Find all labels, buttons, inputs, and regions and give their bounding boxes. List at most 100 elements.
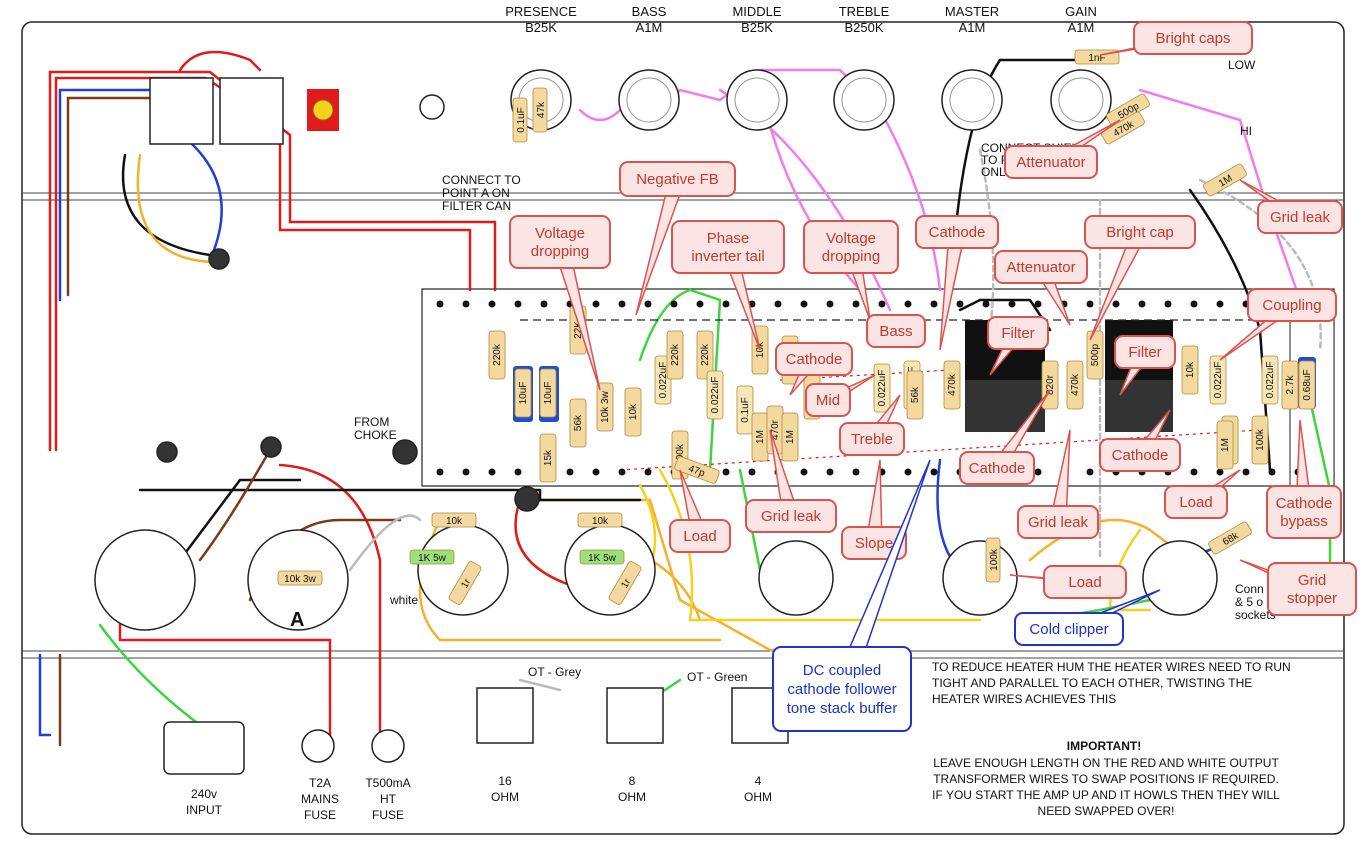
component-label: 0.1uF <box>516 107 527 133</box>
board-component: 220k <box>666 330 684 380</box>
chassis-component: 47k <box>532 87 548 133</box>
board-component: 0.022uF <box>1209 355 1227 405</box>
component-label: 56k <box>910 386 921 403</box>
callout-label: Grid leak <box>761 508 822 525</box>
callout: Bright cap <box>1084 215 1196 341</box>
callout-label: Cathode <box>786 351 843 368</box>
chassis-component: 1r <box>608 561 642 605</box>
pot-value: B250K <box>844 20 883 35</box>
callout-label: Filter <box>1001 325 1034 342</box>
callout-label: Cathode <box>1112 447 1169 464</box>
component-label: 0.022uF <box>1213 362 1224 399</box>
component-label: 100k <box>675 443 686 466</box>
callout: Grid leak <box>1239 179 1343 234</box>
component-label: 10uF <box>518 382 529 405</box>
turret-posts <box>436 300 1302 476</box>
pot-value: A1M <box>636 20 663 35</box>
note-white: white <box>389 593 418 607</box>
component-label: 0.022uF <box>1265 362 1276 399</box>
callout: Coupling <box>1219 288 1337 361</box>
component-label: 500p <box>1090 343 1101 366</box>
note-important-title: IMPORTANT! <box>1067 739 1141 753</box>
callout-label: Grid leak <box>1270 209 1331 226</box>
component-label: 1K 5w <box>588 553 617 564</box>
callout: Bass <box>866 314 926 348</box>
callout: Load <box>1009 565 1127 599</box>
component-label: 1M <box>785 430 796 444</box>
callout: Negative FB <box>619 161 736 316</box>
callout-label: Coupling <box>1262 297 1321 314</box>
callout-blue-label: Cold clipper <box>1029 621 1108 638</box>
callout: Treble <box>839 394 905 456</box>
pot-value: B25K <box>525 20 557 35</box>
callout: Cathode <box>1099 409 1181 472</box>
callout: Grid leak <box>745 429 837 533</box>
callout-label: Load <box>1179 494 1212 511</box>
board-component: 10k <box>624 387 642 437</box>
chassis-component: 1M <box>1203 163 1247 197</box>
callout-label: Slope <box>855 535 893 552</box>
board-component: 56k <box>569 398 587 448</box>
board-component: 2.7k <box>1281 360 1299 410</box>
note-point-a: A <box>290 609 304 631</box>
component-label: 1nF <box>1088 53 1105 64</box>
callout: Cathode <box>775 342 853 396</box>
power-switches <box>149 77 284 145</box>
board-component: 15k <box>539 433 557 483</box>
component-label: 10k 3w <box>284 574 316 585</box>
chassis-component: 1r <box>448 561 482 605</box>
chassis-component: 1K 5w <box>579 549 625 565</box>
note-heater: TO REDUCE HEATER HUM THE HEATER WIRES NE… <box>932 660 1291 706</box>
component-label: 2.7k <box>1285 375 1296 395</box>
board-component: 10uF <box>539 368 557 418</box>
pot-value: B25K <box>741 20 773 35</box>
component-label: 220k <box>492 343 503 366</box>
component-label: 820r <box>1045 374 1056 395</box>
board-component: 10k 3w <box>596 382 614 432</box>
component-label: 0.022uF <box>710 377 721 414</box>
component-label: 220k <box>670 343 681 366</box>
callout: Cathode <box>959 389 1051 485</box>
chassis-component: 100k <box>985 537 1001 583</box>
note-ot-green: OT - Green <box>687 670 747 684</box>
callout-label: Bright cap <box>1106 224 1174 241</box>
component-label: 10k <box>628 403 639 420</box>
callout: Load <box>669 469 731 553</box>
callout-label: Cathode <box>929 224 986 241</box>
board-component: 220k <box>488 330 506 380</box>
component-label: 47k <box>536 101 547 118</box>
note-important: LEAVE ENOUGH LENGTH ON THE RED AND WHITE… <box>932 756 1280 818</box>
component-label: 100k <box>1255 428 1266 451</box>
board-component: 0.022uF <box>873 363 891 413</box>
tube-sockets <box>94 94 1218 631</box>
component-label: 0.1uF <box>740 397 751 423</box>
callout-label: Negative FB <box>636 171 719 188</box>
component-label: 22K <box>573 321 584 339</box>
component-label: 0.68uF <box>1302 369 1313 400</box>
component-label: 10uF <box>543 382 554 405</box>
callout-label: Bass <box>879 323 912 340</box>
board-component: 56k <box>906 370 924 420</box>
pots: PRESENCEB25KBASSA1MMIDDLEB25KTREBLEB250K… <box>505 4 1112 131</box>
chassis-component: 47p <box>674 456 720 484</box>
callout-label: Load <box>1068 574 1101 591</box>
board-component: 1M <box>781 412 799 462</box>
component-label: 0.022uF <box>658 362 669 399</box>
board-component: 1M <box>1216 420 1234 470</box>
callout: Attenuator <box>1004 119 1121 179</box>
